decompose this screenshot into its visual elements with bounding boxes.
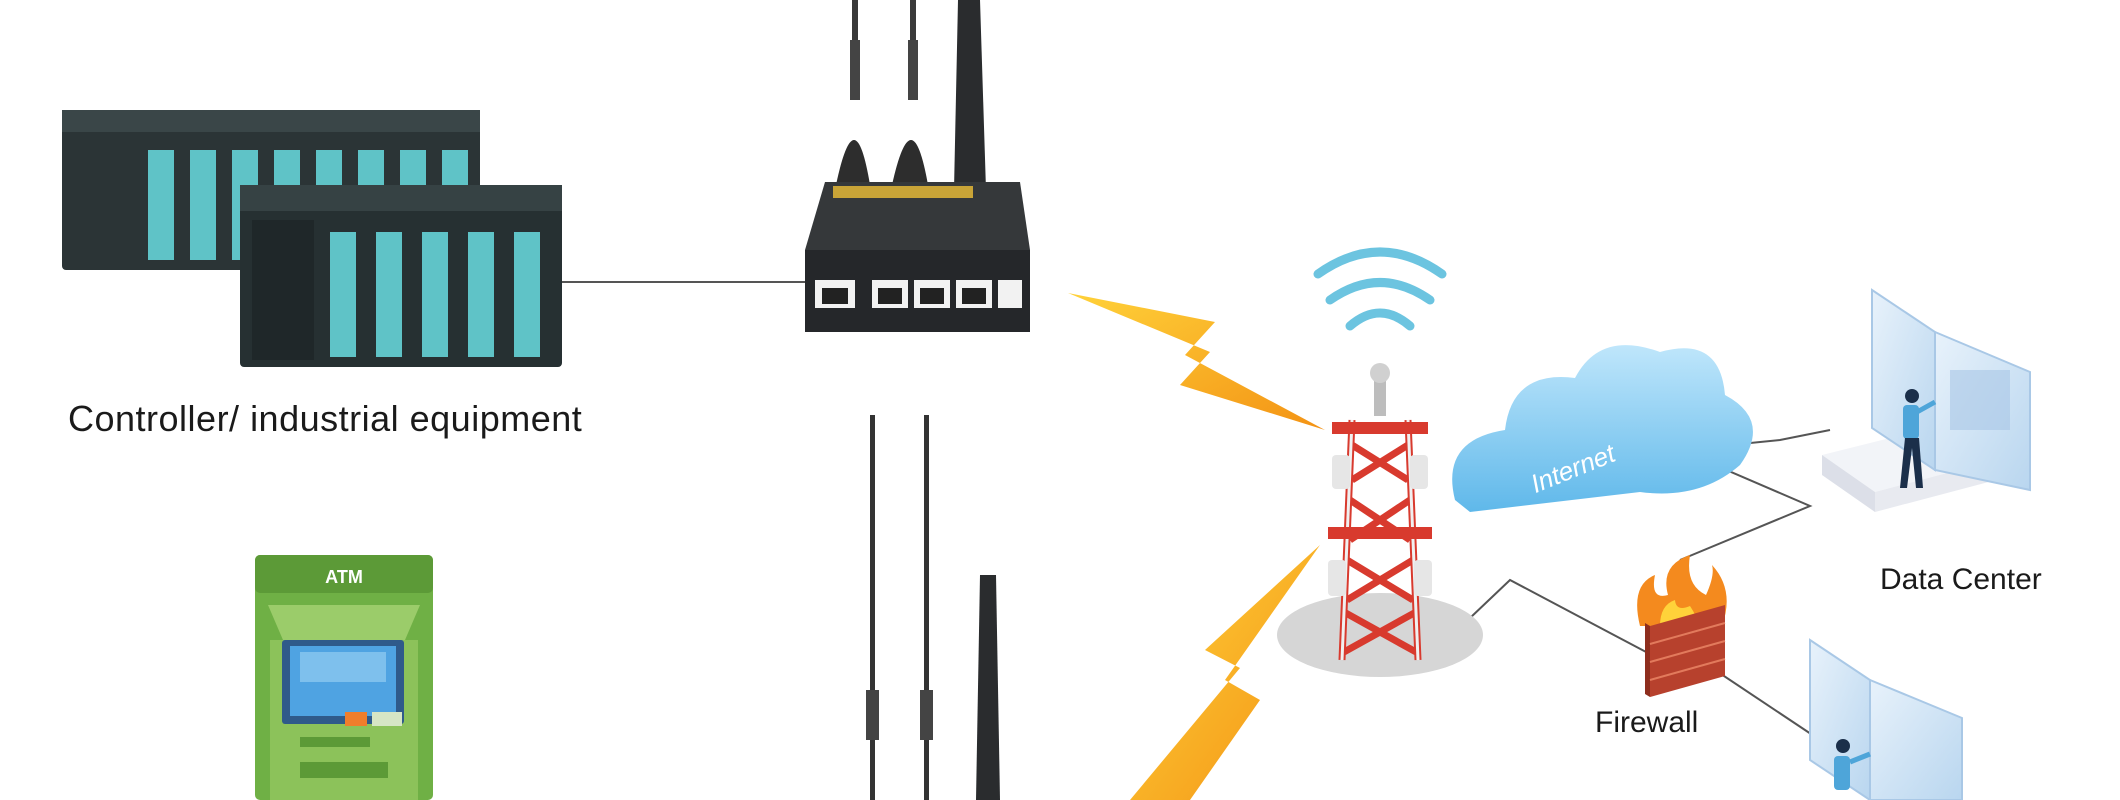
data-center-icon: [1809, 638, 1963, 800]
router-icon: [866, 415, 1000, 800]
firewall-label: Firewall: [1595, 706, 1699, 739]
data-center-label: Data Center: [1880, 563, 2042, 596]
lightning-bolt-icon: [1068, 293, 1325, 430]
plc-rack-icon: [62, 110, 562, 367]
cell-tower-icon: [1277, 247, 1483, 677]
controller-equipment-label: Controller/ industrial equipment: [68, 398, 583, 439]
tower-firewall-link: [1469, 578, 1681, 671]
lightning-bolt-icon: [1130, 545, 1320, 800]
atm-sign: ATM: [325, 567, 363, 587]
cloud-icon: Internet: [1452, 345, 1753, 512]
router-icon: [805, 0, 1030, 332]
atm-icon: ATM: [255, 555, 433, 800]
firewall-icon: [1637, 555, 1727, 697]
data-center-icon: [1822, 288, 2031, 512]
wifi-signal-icon: [1313, 247, 1447, 331]
